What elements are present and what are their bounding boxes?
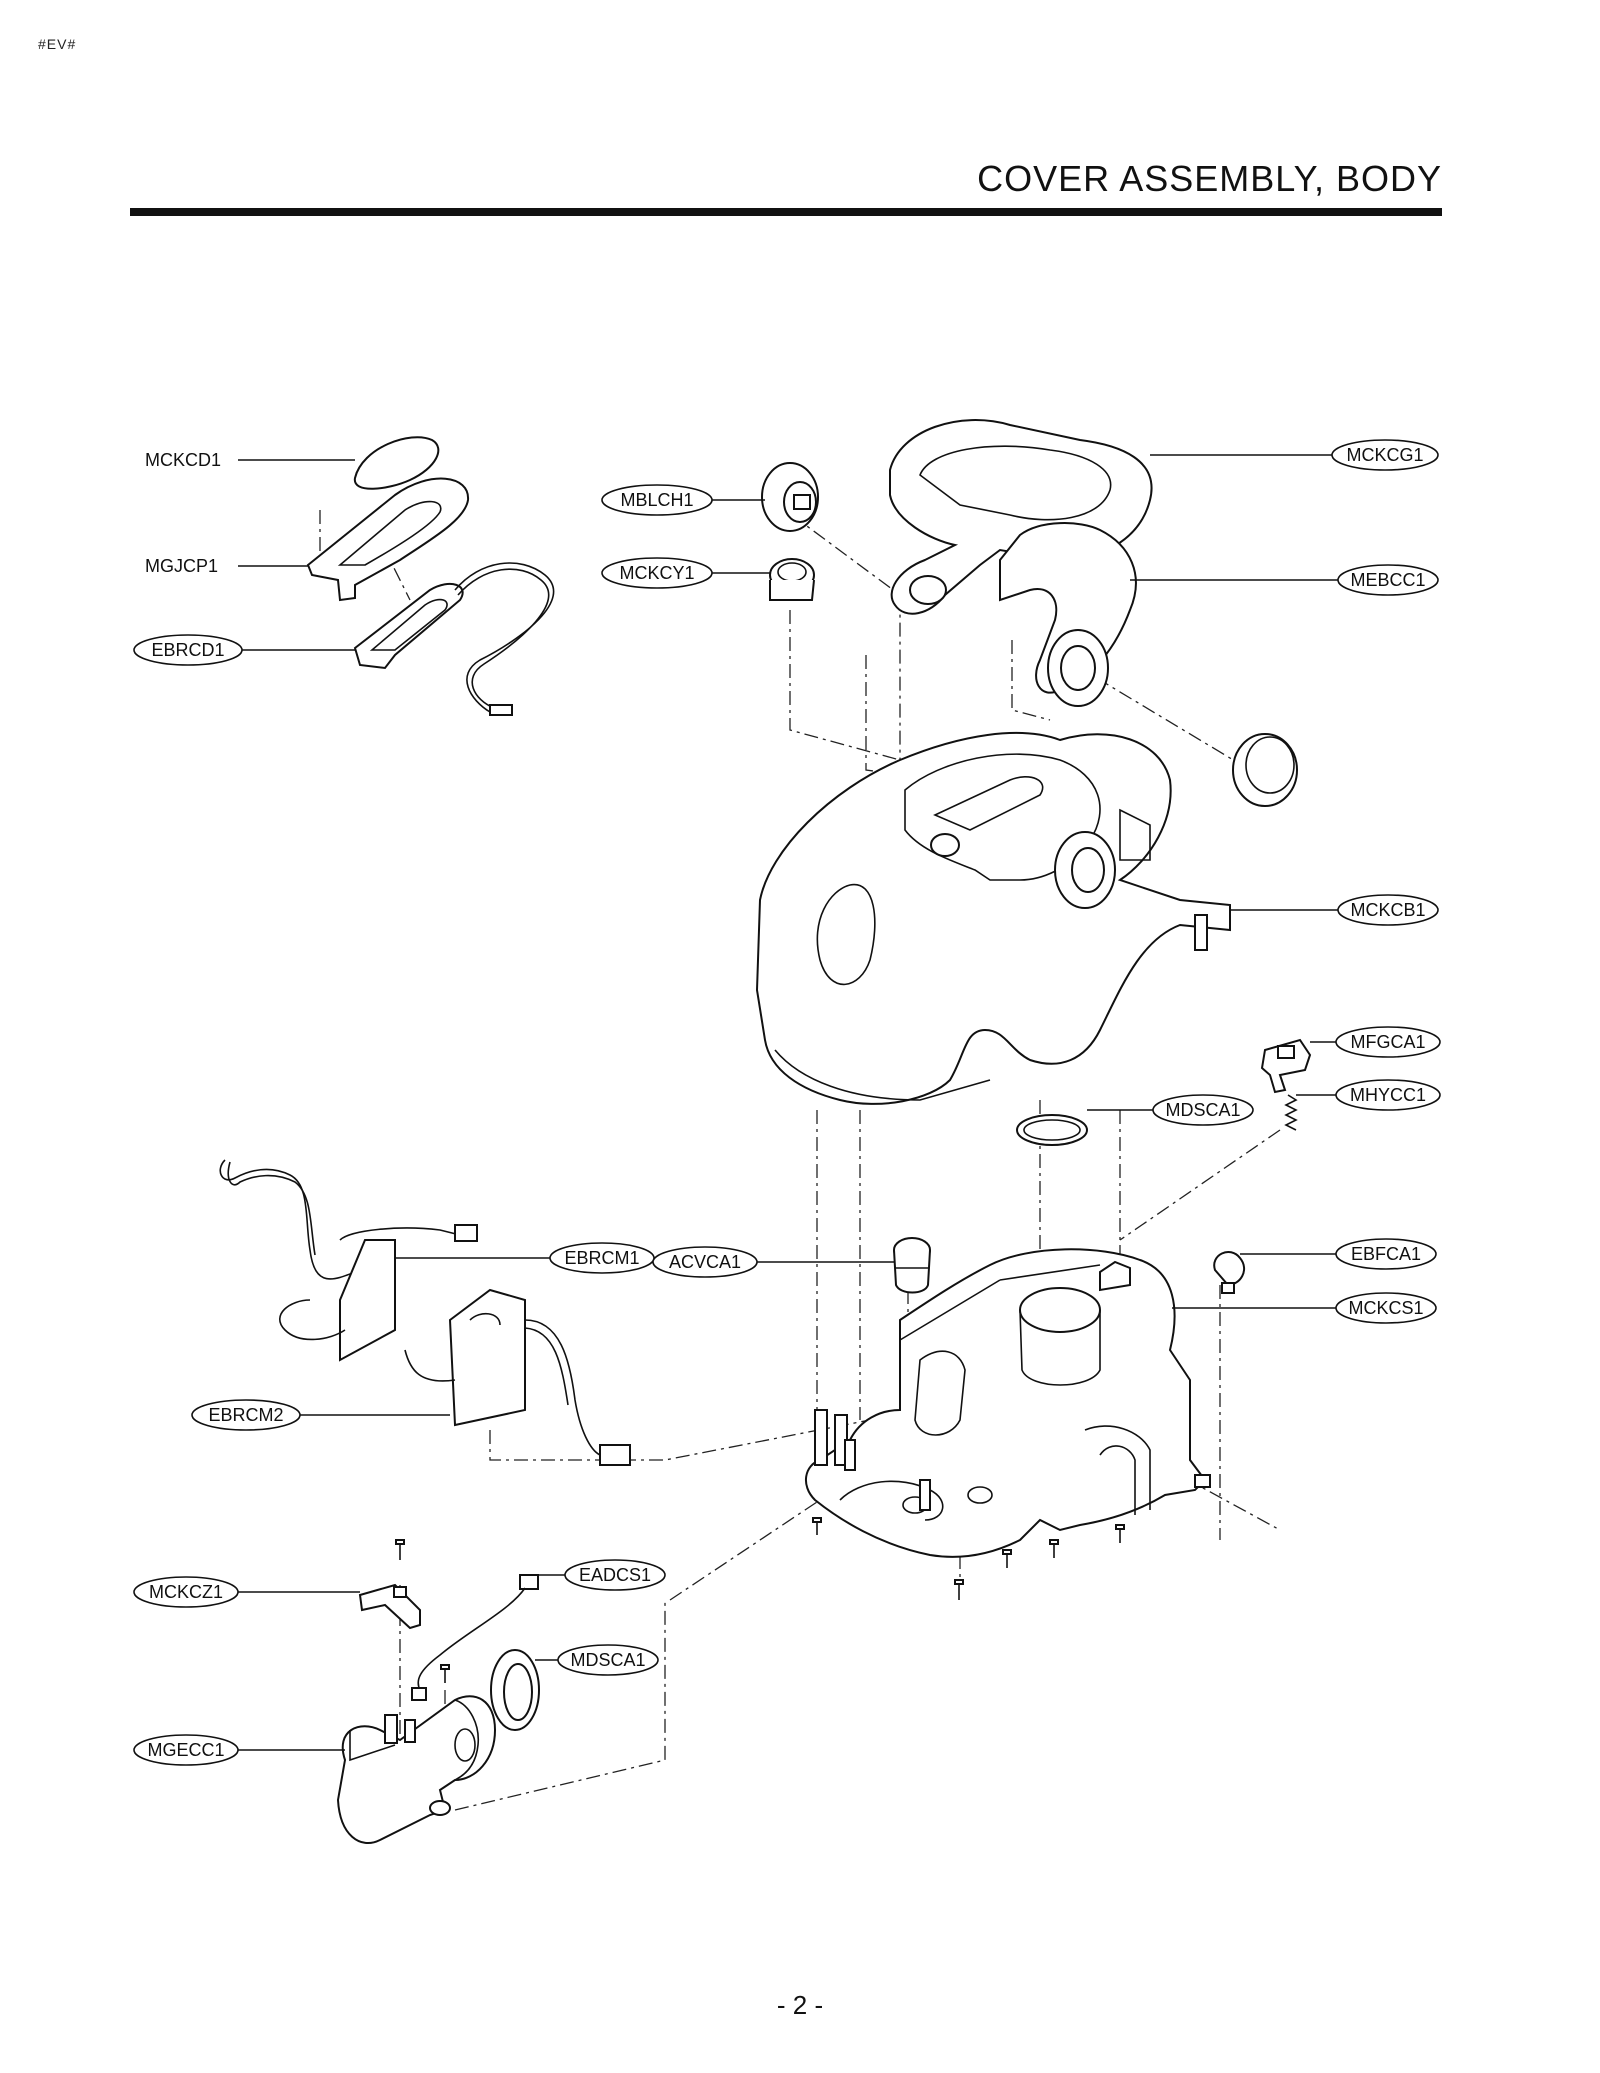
board-ebrcm2 [404,1288,631,1466]
callout-acvca1: ACVCA1 [669,1252,741,1272]
callout-bubble-mfgca1 [1335,1026,1441,1058]
title-rule [130,208,1442,216]
callout-mblch1: MBLCH1 [620,490,693,510]
pcb-ebrcd1 [353,582,464,670]
callout-mckcd1: MCKCD1 [145,450,221,470]
handle-grip-mgjcp1 [306,477,470,602]
leader-lines [238,454,1340,1751]
callout-bubble-mdsca1-upper [1152,1094,1254,1126]
duct-mgecc1 [336,1695,497,1845]
callout-bubble-mblch1 [601,484,713,516]
callout-bubble-mhycc1 [1335,1079,1441,1111]
callout-bubble-mckcs1 [1335,1292,1437,1324]
callout-bubble-mdsca1-lower [557,1644,659,1676]
callout-bubble-eadcs1 [564,1559,666,1591]
callout-mgecc1: MGECC1 [147,1740,224,1760]
base-case-mckcs1 [805,1248,1211,1558]
callout-ebrcd1: EBRCD1 [151,640,224,660]
switch-ebfca1 [1213,1251,1246,1294]
callout-bubble-mebcc1 [1337,564,1439,596]
callout-bubble-mckcb1 [1337,894,1439,926]
callout-bubble-mckcg1 [1331,439,1439,471]
callout-labels: MCKCD1 MGJCP1 EBRCD1 MBLCH1 MCKCY1 MCKCG… [133,439,1441,1766]
callout-ebfca1: EBFCA1 [1351,1244,1421,1264]
callout-mdsca1-upper: MDSCA1 [1165,1100,1240,1120]
callout-mckcb1: MCKCB1 [1350,900,1425,920]
callout-mckcs1: MCKCS1 [1348,1298,1423,1318]
harness-ebrcm1 [219,1159,478,1362]
sensor-eadcs1 [411,1574,539,1701]
bearing-mblch1 [761,462,819,532]
callout-mfgca1: MFGCA1 [1350,1032,1425,1052]
handle-cap-mckcd1 [353,436,440,490]
gasket-mdsca1-lower [490,1649,540,1731]
assembly-lines [319,510,1281,1811]
spring-mhycc1 [1284,1094,1298,1131]
valve-acvca1 [893,1237,931,1294]
callout-bubble-acvca1 [652,1246,758,1278]
callout-bubble-ebfca1 [1335,1238,1437,1270]
callout-mdsca1-lower: MDSCA1 [570,1650,645,1670]
gasket-mdsca1-upper [1016,1114,1088,1146]
callout-ebrcm1: EBRCM1 [564,1248,639,1268]
page-number: - 2 - [776,1990,824,2020]
callout-mckcg1: MCKCG1 [1346,445,1423,465]
callout-eadcs1: EADCS1 [579,1565,651,1585]
screws [395,1517,1125,1683]
button-mckcy1 [769,558,815,601]
page-title: COVER ASSEMBLY, BODY [977,158,1442,199]
callout-mckcz1: MCKCZ1 [149,1582,223,1602]
callout-bubble-mckcy1 [601,557,713,589]
callout-mebcc1: MEBCC1 [1350,570,1425,590]
latch-mfgca1 [1260,1038,1312,1094]
cap-disc [1232,733,1298,807]
callout-mhycc1: MHYCC1 [1350,1085,1426,1105]
callout-mckcy1: MCKCY1 [619,563,694,583]
callout-bubble-ebrcd1 [133,634,243,666]
cover-mebcc1 [999,522,1137,707]
document-tag: #EV# [38,36,77,52]
body-cover-mckcb1 [755,731,1231,1105]
callout-mgjcp1: MGJCP1 [145,556,218,576]
remote-cable [454,562,555,716]
callout-ebrcm2: EBRCM2 [208,1405,283,1425]
handle-cover-mckcg1 [889,419,1153,615]
callout-bubble-mckcz1 [133,1576,239,1608]
callout-bubble-mgecc1 [133,1734,239,1766]
bracket-mckcz1 [358,1583,421,1630]
